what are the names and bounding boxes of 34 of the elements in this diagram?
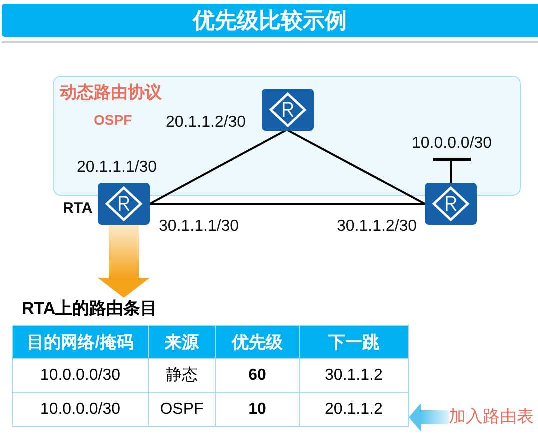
- table-cell: 10.0.0.0/30: [12, 392, 148, 426]
- block-arrow: [98, 225, 150, 298]
- link-line: [150, 203, 425, 205]
- address-label: 20.1.1.1/30: [77, 159, 158, 178]
- table-title: RTA上的路由条目: [22, 299, 158, 319]
- router-label: RTA: [63, 200, 93, 218]
- column-header: 优先级: [216, 326, 300, 358]
- region-panel: [53, 76, 521, 196]
- router-icon: [262, 89, 314, 131]
- table-cell: 60: [216, 358, 300, 392]
- protocol-label: OSPF: [94, 112, 132, 128]
- address-label: 20.1.1.2/30: [166, 114, 246, 132]
- column-header: 目的网络/掩码: [12, 326, 148, 358]
- network-bar: [433, 157, 471, 161]
- callout-text: 加入路由表: [449, 407, 534, 427]
- link-line: [286, 129, 426, 205]
- title-bar: 优先级比较示例: [2, 4, 538, 37]
- router-icon: [425, 183, 477, 225]
- table-cell: 10.0.0.0/30: [12, 358, 148, 392]
- table-cell: 10: [216, 392, 300, 426]
- table-cell: 30.1.1.2: [299, 358, 408, 392]
- table-cell: OSPF: [148, 392, 216, 426]
- address-label: 30.1.1.1/30: [159, 218, 240, 236]
- table-cell: 20.1.1.2: [299, 392, 408, 426]
- link-line: [450, 160, 452, 183]
- address-label: 30.1.1.2/30: [337, 218, 418, 236]
- router-icon: [98, 183, 150, 225]
- panel-title: 动态路由协议: [60, 83, 162, 103]
- table-cell: 静态: [148, 358, 216, 392]
- block-arrow: [409, 404, 449, 432]
- network-label: 10.0.0.0/30: [412, 135, 492, 154]
- link-line: [150, 129, 288, 205]
- column-header: 下一跳: [299, 326, 408, 358]
- column-header: 来源: [148, 326, 216, 358]
